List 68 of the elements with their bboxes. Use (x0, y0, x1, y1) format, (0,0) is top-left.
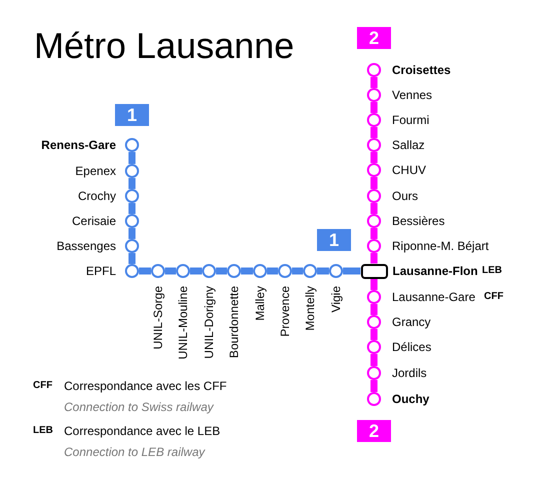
station-name: Délices (392, 340, 432, 354)
metro-line-segment (317, 268, 329, 274)
station-name: Lausanne-Gare (392, 290, 476, 304)
metro-line-segment (128, 203, 136, 214)
station-name: Croisettes (392, 63, 451, 77)
station-name: UNIL-Dorigny (202, 286, 216, 359)
metro-line-segment (370, 329, 378, 340)
metro-line-segment (370, 177, 378, 189)
metro-line-segment (370, 152, 378, 163)
legend-text: Correspondance avec le LEB (64, 424, 220, 438)
station-name: Vigie (329, 286, 343, 312)
line-badge: 2 (357, 27, 391, 49)
metro-line-segment (343, 268, 360, 274)
station-name: Bassenges (56, 239, 116, 253)
station-name: Grancy (392, 315, 431, 329)
station-name: Crochy (78, 189, 116, 203)
station-name: Malley (253, 286, 267, 321)
metro-line-segment (128, 152, 136, 164)
map-title: Métro Lausanne (34, 26, 294, 66)
station-name: EPFL (86, 264, 116, 278)
metro-line-segment (128, 253, 136, 264)
station-name: Riponne-M. Béjart (392, 239, 489, 253)
station-name: Vennes (392, 88, 432, 102)
station-name: Jordils (392, 366, 427, 380)
transfer-code: LEB (482, 264, 502, 278)
line-badge: 2 (357, 420, 391, 442)
metro-line-segment (370, 253, 378, 264)
metro-line-segment (139, 268, 151, 274)
legend-text: Correspondance avec les CFF (64, 379, 227, 393)
station-name: Cerisaie (72, 214, 116, 228)
station-name: Bourdonnette (227, 286, 241, 358)
metro-line-segment (370, 127, 378, 138)
station-name: Renens-Gare (41, 138, 116, 152)
legend-translation: Connection to Swiss railway (64, 400, 214, 414)
station-name: UNIL-Mouline (176, 286, 190, 360)
metro-line-segment (370, 228, 378, 239)
metro-line-segment (292, 268, 303, 274)
station-name: Epenex (75, 164, 116, 178)
metro-line-segment (267, 268, 278, 274)
station-name: Ouchy (392, 392, 430, 406)
metro-line-segment (190, 268, 202, 274)
metro-line-segment (241, 268, 253, 274)
legend-translation: Connection to LEB railway (64, 445, 205, 459)
metro-line-segment (370, 278, 378, 290)
transfer-code: CFF (33, 379, 52, 393)
metro-line-segment (370, 354, 378, 366)
station-name: Fourmi (392, 113, 430, 127)
station-name: Provence (278, 286, 292, 337)
metro-line-segment (370, 380, 378, 392)
station-name: CHUV (392, 163, 426, 177)
metro-line-segment (370, 304, 378, 315)
station-name: Lausanne-Flon (392, 264, 478, 278)
metro-line-segment (216, 268, 227, 274)
station-name: Bessières (392, 214, 445, 228)
metro-line-segment (370, 203, 378, 214)
station-name: Sallaz (392, 138, 425, 152)
metro-line-segment (370, 102, 378, 113)
line-badge: 1 (317, 229, 351, 251)
metro-line-segment (370, 77, 378, 88)
metro-line-segment (128, 228, 136, 239)
transfer-code: CFF (484, 290, 504, 304)
line-badge: 1 (115, 104, 149, 126)
metro-line-segment (165, 268, 176, 274)
metro-line-segment (128, 178, 136, 189)
transfer-code: LEB (33, 424, 53, 438)
station-name: UNIL-Sorge (151, 286, 165, 350)
station-name: Ours (392, 189, 418, 203)
station-name: Montelly (303, 286, 317, 331)
